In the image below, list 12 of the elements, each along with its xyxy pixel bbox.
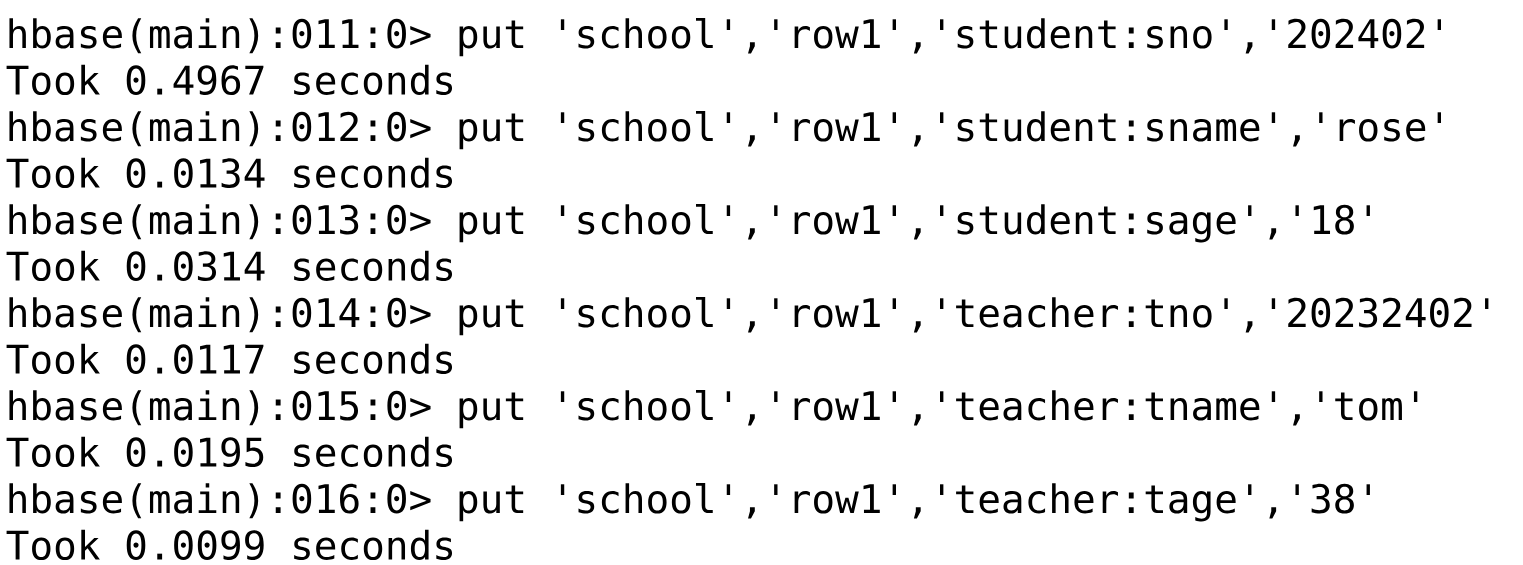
- output-line: Took 0.4967 seconds: [6, 64, 453, 96]
- output-line: Took 0.0314 seconds: [6, 250, 453, 282]
- output-line: Took 0.0195 seconds: [6, 436, 453, 468]
- command-line: hbase(main):014:0> put 'school','row1','teacher:tno','20232402': [9, 296, 1489, 336]
- output-line: Took 0.0134 seconds: [6, 157, 453, 189]
- output-line: Took 0.0117 seconds: [6, 343, 453, 375]
- command-line: hbase(main):013:0> put 'school','row1','student:sage','18': [9, 203, 1370, 243]
- command-line: hbase(main):011:0> put 'school','row1','student:sno','202402': [9, 17, 1441, 57]
- command-line: hbase(main):016:0> put 'school','row1','teacher:tage','38': [9, 482, 1370, 522]
- output-line: Took 0.0099 seconds: [6, 529, 453, 561]
- command-line: hbase(main):015:0> put 'school','row1','teacher:tname','tom': [9, 389, 1418, 429]
- command-line: hbase(main):012:0> put 'school','row1','student:sname','rose': [9, 110, 1441, 150]
